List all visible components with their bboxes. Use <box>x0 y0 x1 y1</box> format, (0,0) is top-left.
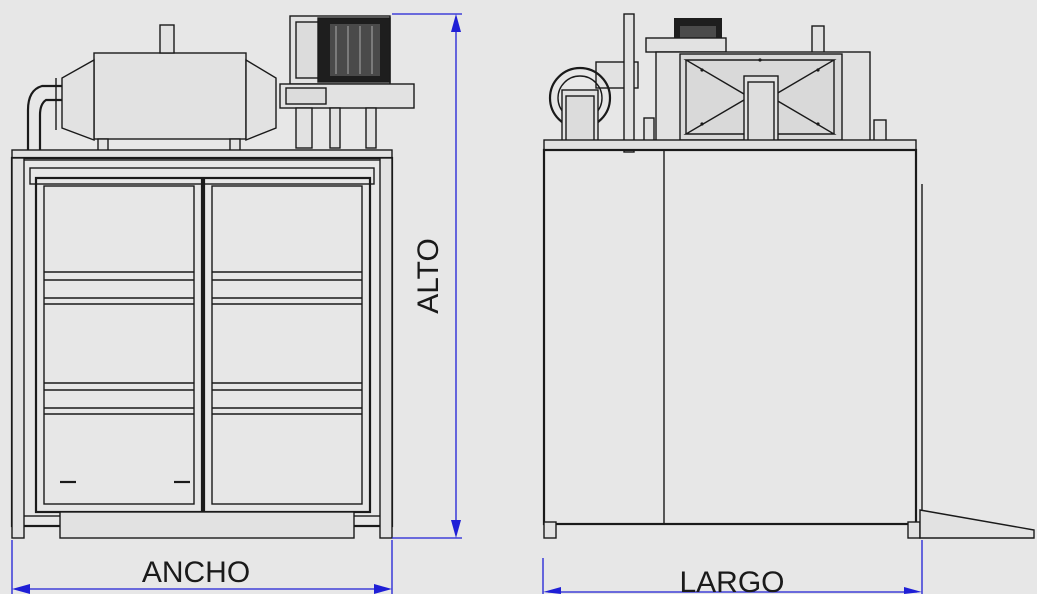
dimension-length <box>542 540 923 594</box>
height-label: ALTO <box>412 238 445 314</box>
front-view <box>10 15 415 539</box>
front-bottom-tray <box>59 511 355 539</box>
side-top-deck <box>543 139 917 151</box>
front-door-left <box>34 176 204 514</box>
dimension-height <box>392 13 462 539</box>
front-top-deck <box>11 149 393 159</box>
side-hopper-housing <box>643 51 887 149</box>
side-vertical-post <box>623 13 635 153</box>
length-label: LARGO <box>679 566 784 594</box>
side-discharge-chute <box>919 509 1035 539</box>
front-door-right <box>202 176 372 514</box>
side-view <box>542 13 1035 539</box>
width-label: ANCHO <box>142 556 250 589</box>
front-drum-unit <box>26 24 277 152</box>
dimension-width <box>11 540 393 594</box>
side-motor <box>645 18 825 57</box>
side-cabinet <box>542 148 923 539</box>
front-fan-motor <box>279 15 415 149</box>
